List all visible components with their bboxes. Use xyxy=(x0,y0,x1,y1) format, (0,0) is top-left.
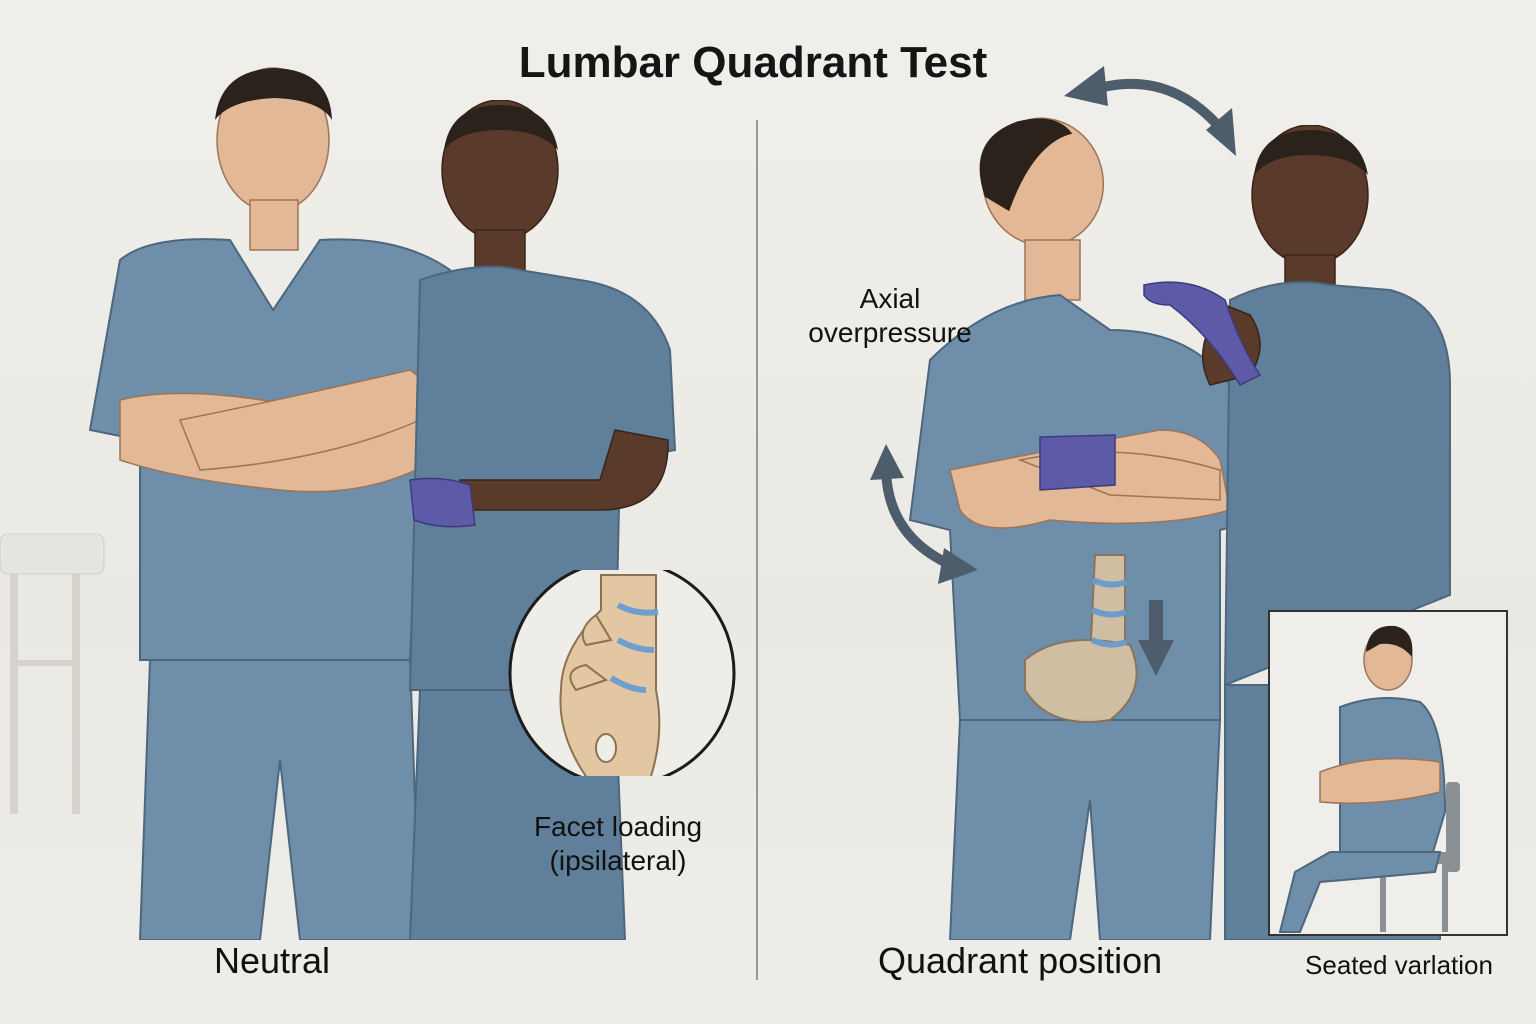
quadrant-position-caption: Quadrant position xyxy=(878,940,1163,981)
spine-magnifier-circle xyxy=(508,570,736,776)
axial-label-line1: Axial xyxy=(859,283,921,314)
axial-label-line2: overpressure xyxy=(808,317,972,348)
seated-variation-caption: Seated varlation xyxy=(1305,950,1493,980)
patient-figure-neutral xyxy=(88,67,472,940)
facet-loading-line2: (ipsilateral) xyxy=(549,845,687,876)
neutral-caption: Neutral xyxy=(214,940,331,981)
axial-overpressure-label: Axial overpressure xyxy=(780,282,1000,350)
facet-loading-label: Facet loading (ipsilateral) xyxy=(508,810,728,878)
patient-figure-quadrant xyxy=(908,117,1262,940)
panel-divider xyxy=(756,120,758,980)
seated-patient-figure xyxy=(1278,625,1460,933)
exam-table-icon xyxy=(0,533,105,814)
page-title: Lumbar Quadrant Test xyxy=(518,38,988,87)
rotation-arrow-side-icon xyxy=(870,444,978,584)
facet-loading-line1: Facet loading xyxy=(533,811,703,842)
rotation-arrow-top-icon xyxy=(1064,66,1236,156)
seated-variation-inset xyxy=(1268,610,1508,936)
downward-arrow-icon xyxy=(1138,600,1174,676)
